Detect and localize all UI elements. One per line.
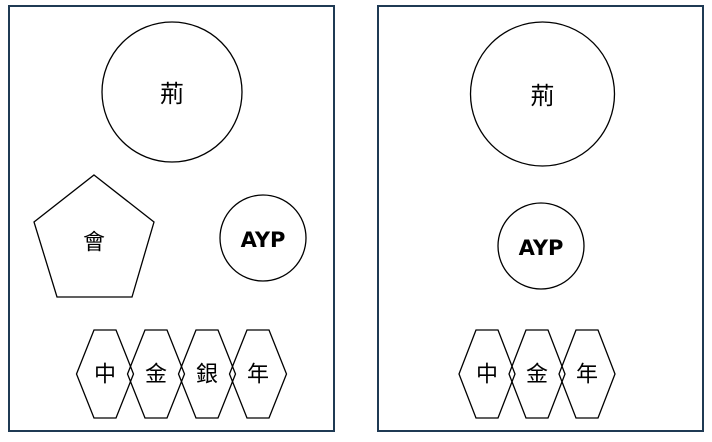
hexagon-2	[508, 329, 566, 419]
hexagon-1	[75, 329, 135, 419]
hexagon-1-label: 中	[476, 363, 498, 388]
small-circle	[497, 202, 585, 290]
hexagon-3	[177, 329, 237, 419]
small-circle-label: AYP	[241, 228, 286, 252]
hexagon-1-label: 中	[94, 363, 116, 388]
hexagon-2	[126, 329, 186, 419]
right-panel: 荊 AYP 中 金 年	[377, 5, 704, 432]
hexagon-3	[558, 329, 616, 419]
small-circle-label: AYP	[519, 236, 564, 260]
hexagon-3-label: 銀	[196, 363, 218, 388]
pentagon-label: 會	[83, 231, 105, 256]
hexagon-2-label: 金	[145, 363, 167, 388]
pentagon	[33, 174, 155, 298]
large-circle	[101, 21, 243, 163]
left-panel-canvas: 荊 會 AYP 中 金 銀 年	[33, 21, 307, 419]
hexagon-3-label: 年	[576, 363, 598, 388]
small-circle	[219, 194, 307, 282]
large-circle-label: 荊	[160, 80, 184, 108]
hexagon-1	[458, 329, 516, 419]
large-circle	[469, 21, 616, 167]
hexagon-4	[228, 329, 288, 419]
hexagon-2-label: 金	[526, 363, 548, 388]
left-panel: 荊 會 AYP 中 金 銀 年	[8, 5, 335, 432]
hexagon-4-label: 年	[247, 363, 269, 388]
right-panel-canvas: 荊 AYP 中 金 年	[458, 21, 616, 419]
large-circle-label: 荊	[531, 82, 555, 110]
